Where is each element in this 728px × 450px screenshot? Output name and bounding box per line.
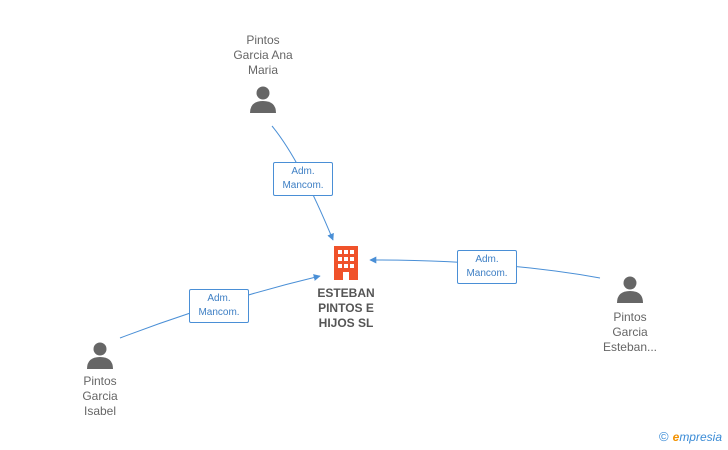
role-label-ana[interactable]: Adm. Mancom. <box>273 162 333 196</box>
person-node-esteban[interactable]: Pintos Garcia Esteban... <box>588 274 672 355</box>
company-name-line1: ESTEBAN <box>317 286 375 300</box>
person-icon <box>250 86 276 113</box>
role-label-isabel[interactable]: Adm. Mancom. <box>189 289 249 323</box>
company-name-line3: HIJOS SL <box>318 316 374 330</box>
brand-logo-text: mpresia <box>679 430 722 444</box>
role-label-line2: Mancom. <box>466 268 508 279</box>
person-name-isabel-line2: Garcia <box>82 389 118 403</box>
role-label-line2: Mancom. <box>282 180 324 191</box>
person-node-isabel[interactable]: Pintos Garcia Isabel <box>60 340 140 419</box>
person-name-esteban-line3: Esteban... <box>602 340 658 354</box>
person-node-ana[interactable]: Pintos Garcia Ana Maria <box>223 33 303 114</box>
copyright-icon: © <box>659 429 669 444</box>
company-name-line2: PINTOS E <box>318 301 374 315</box>
person-name-ana-line2: Garcia Ana <box>233 48 293 62</box>
person-name-ana-line3: Maria <box>247 63 278 77</box>
role-label-line1: Adm. <box>291 166 315 177</box>
brand-logo-e: e <box>672 430 680 444</box>
person-name-esteban-line1: Pintos <box>613 310 647 324</box>
person-icon <box>617 276 643 303</box>
person-icon <box>87 342 113 369</box>
person-name-isabel-line3: Isabel <box>83 404 117 418</box>
company-node[interactable]: ESTEBAN PINTOS E HIJOS SL <box>308 246 384 331</box>
role-label-line1: Adm. <box>207 293 231 304</box>
role-label-line2: Mancom. <box>198 307 240 318</box>
role-label-esteban[interactable]: Adm. Mancom. <box>457 250 517 284</box>
person-name-ana-line1: Pintos <box>246 33 280 47</box>
brand-logo: ©empresia <box>659 429 722 444</box>
building-icon <box>334 246 358 280</box>
role-label-line1: Adm. <box>475 254 499 265</box>
person-name-esteban-line2: Garcia <box>612 325 648 339</box>
person-name-isabel-line1: Pintos <box>83 374 117 388</box>
